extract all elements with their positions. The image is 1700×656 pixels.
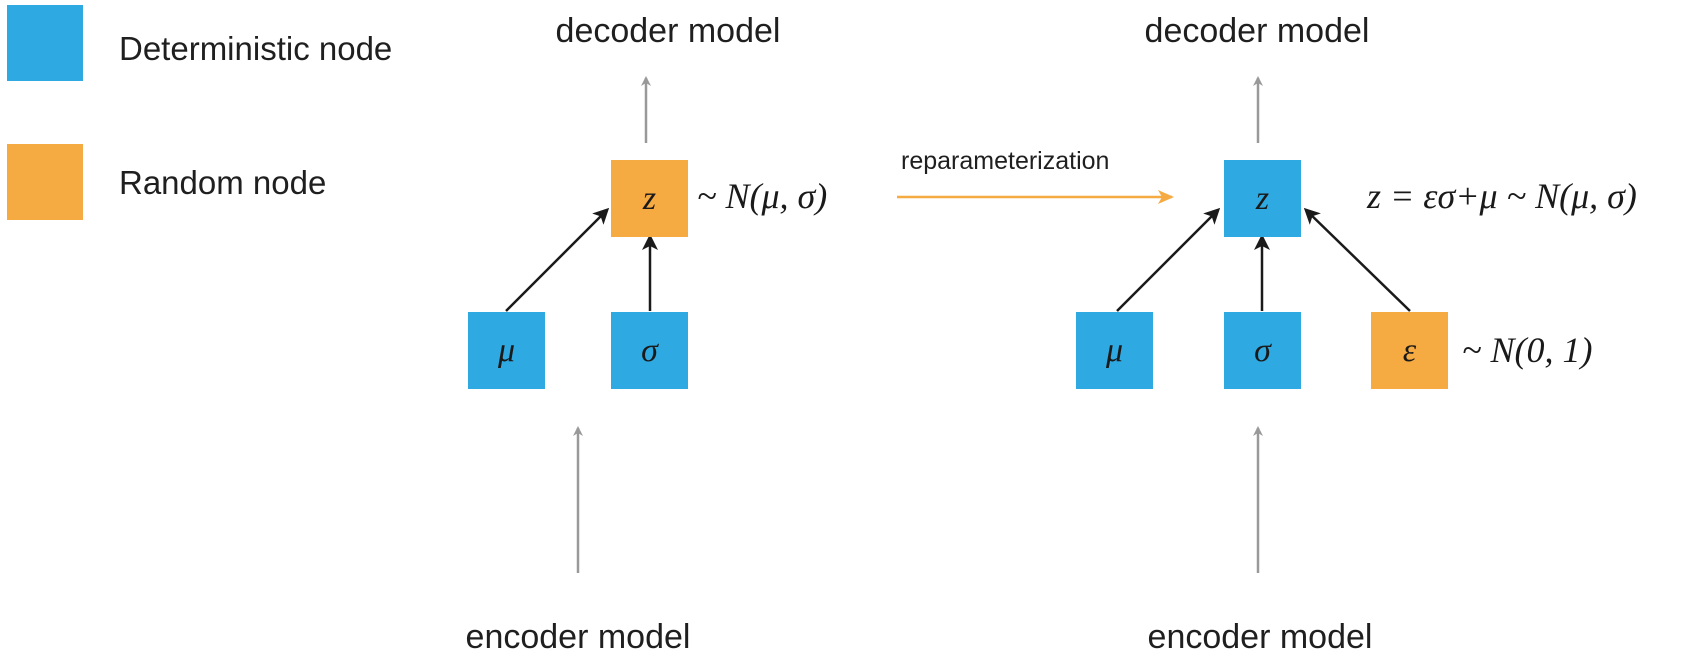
left-mu-node: μ xyxy=(468,312,545,389)
right-z-node: z xyxy=(1224,160,1301,237)
left-z-node: z xyxy=(611,160,688,237)
right-z-formula: z = εσ+μ ~ N(μ, σ) xyxy=(1367,176,1637,216)
right-epsilon-to-z-arrow xyxy=(1303,207,1411,312)
right-sigma-node: σ xyxy=(1224,312,1301,389)
right-encoder-label: encoder model xyxy=(1147,618,1373,656)
right-decoder-label: decoder model xyxy=(1144,12,1370,50)
left-encoder-label: encoder model xyxy=(465,618,691,656)
legend-deterministic-swatch xyxy=(7,5,83,81)
legend-deterministic-label: Deterministic node xyxy=(119,30,393,67)
legend-random-label: Random node xyxy=(119,164,327,201)
right-mu-to-z-arrow xyxy=(1116,207,1221,312)
left-sigma-node: σ xyxy=(611,312,688,389)
left-decoder-label: decoder model xyxy=(555,12,781,50)
right-epsilon-distribution: ~ N(0, 1) xyxy=(1462,330,1593,370)
right-mu-node: μ xyxy=(1076,312,1153,389)
legend-random-swatch xyxy=(7,144,83,220)
right-epsilon-node: ε xyxy=(1371,312,1448,389)
left-mu-to-z-arrow xyxy=(505,207,610,312)
left-z-distribution: ~ N(μ, σ) xyxy=(697,176,828,216)
reparameterization-label: reparameterization xyxy=(901,147,1110,175)
